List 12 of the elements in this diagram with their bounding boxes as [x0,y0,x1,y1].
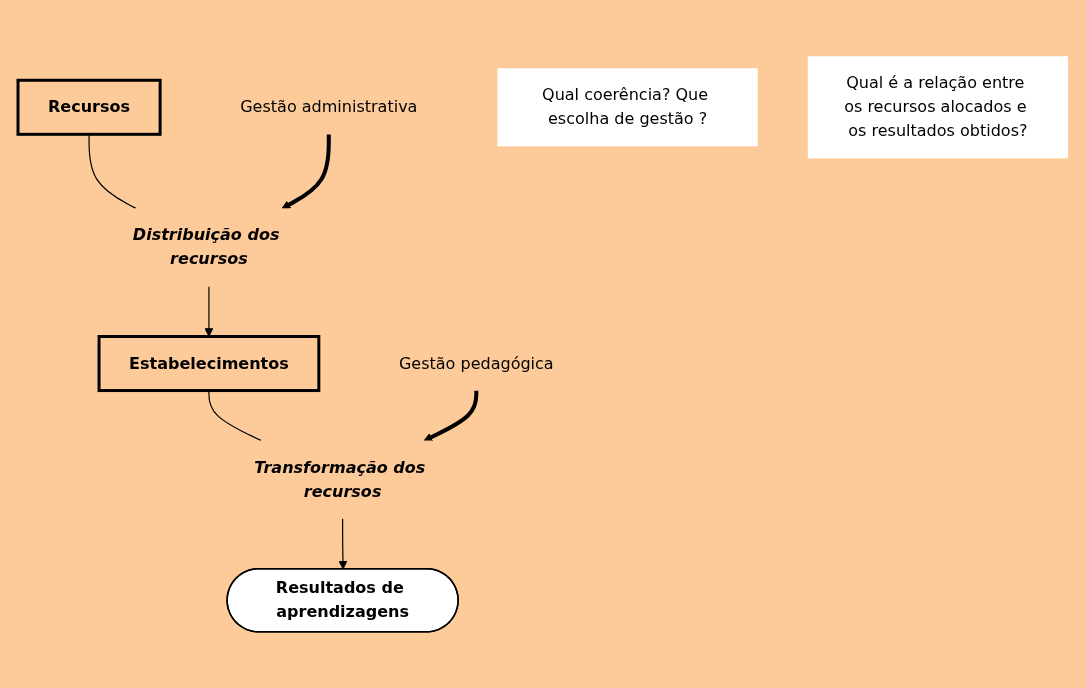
node-text: Gestão pedagógica [398,353,554,373]
arrow [338,518,348,570]
arrow [204,285,214,337]
node-box: Qual é a relação entre os recursos alocados e os resultados obtidos? [807,56,1068,159]
node-text: Gestão administrativa [240,97,418,117]
node-text: Distribuição dos recursos [132,225,280,269]
node-text: Transformação dos recursos [254,457,426,501]
node-box: Estabelecimentos [97,335,321,393]
node-box: Qual coerência? Que escolha de gestão ? [497,68,758,147]
arrow [281,134,331,209]
node-box: Recursos [16,78,162,136]
arrow [423,390,479,442]
